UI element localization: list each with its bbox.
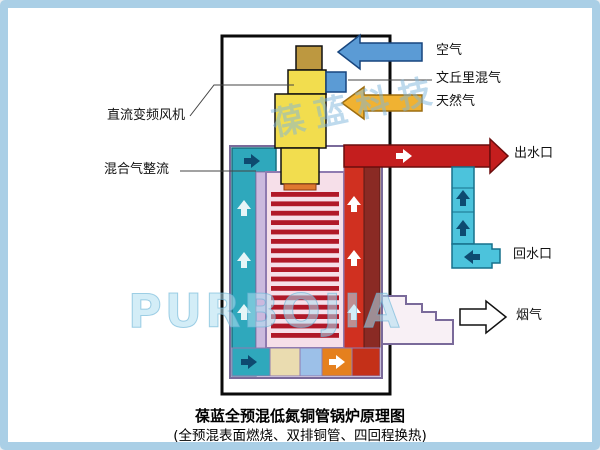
mixer-housing — [287, 69, 327, 95]
label-gas-rectifier: 混合气整流 — [104, 162, 170, 177]
bottom-channel-blue — [299, 347, 323, 377]
copper-tube — [271, 248, 339, 254]
copper-tube — [271, 220, 339, 225]
diagram-title: 葆蓝全预混低氮铜管锅炉原理图 — [194, 407, 405, 425]
label-fan: 直流变频风机 — [107, 108, 186, 123]
air-inlet-duct — [295, 45, 323, 71]
flow-arrow — [237, 252, 251, 268]
flow-arrow — [347, 304, 361, 320]
flow-arrow — [456, 220, 470, 236]
label-flue-gas: 烟气 — [516, 308, 543, 323]
copper-tube — [271, 333, 339, 338]
outlet-arrowhead — [489, 137, 510, 175]
flow-arrow — [237, 200, 251, 216]
label-water-outlet: 出水口 — [514, 146, 554, 161]
copper-tube — [271, 257, 339, 263]
bottom-channel-red — [351, 347, 381, 377]
flue-gas-arrow — [459, 299, 508, 335]
copper-tube — [271, 295, 339, 301]
diagram-subtitle: (全预混表面燃烧、双排铜管、四回程换热) — [173, 428, 427, 444]
flow-arrow — [329, 355, 345, 369]
flow-arrow — [347, 250, 361, 266]
copper-tube — [271, 229, 339, 235]
boiler-schematic-art — [180, 33, 510, 396]
label-water-return: 回水口 — [513, 247, 553, 262]
copper-tube — [271, 314, 339, 319]
bottom-channel-cream — [269, 347, 301, 377]
gas-flow-arrow — [340, 85, 423, 121]
flow-arrow — [237, 304, 251, 320]
label-natural-gas: 天然气 — [436, 94, 476, 109]
copper-tube — [271, 210, 339, 216]
copper-tube-bank — [271, 192, 339, 338]
copper-tube — [271, 192, 339, 197]
inner-jacket-strip — [255, 171, 267, 349]
flow-arrow — [396, 149, 412, 163]
right-wall-column — [363, 147, 381, 349]
copper-tube — [271, 267, 339, 272]
flow-arrow — [464, 250, 480, 264]
air-flow-arrow — [336, 33, 423, 71]
flow-arrow — [241, 355, 257, 369]
hot-water-outlet-pipe — [343, 144, 491, 168]
copper-tube — [271, 323, 339, 329]
flow-arrow — [456, 190, 470, 206]
label-air: 空气 — [436, 43, 463, 58]
flow-arrow — [244, 154, 260, 168]
copper-tube — [271, 304, 339, 310]
flue-duct-steps — [381, 295, 454, 345]
flow-arrow — [347, 196, 361, 212]
copper-tube — [271, 239, 339, 244]
fan-leader-line — [189, 84, 294, 117]
fan-outlet-duct — [280, 147, 320, 185]
flow-direction-arrows — [237, 149, 480, 369]
copper-tube — [271, 276, 339, 282]
copper-tube — [271, 286, 339, 291]
venturi-mixer-block — [325, 71, 347, 93]
fan-body — [274, 93, 327, 149]
label-venturi: 文丘里混气 — [436, 71, 502, 86]
burner-surface — [283, 183, 317, 191]
copper-tube — [271, 201, 339, 207]
